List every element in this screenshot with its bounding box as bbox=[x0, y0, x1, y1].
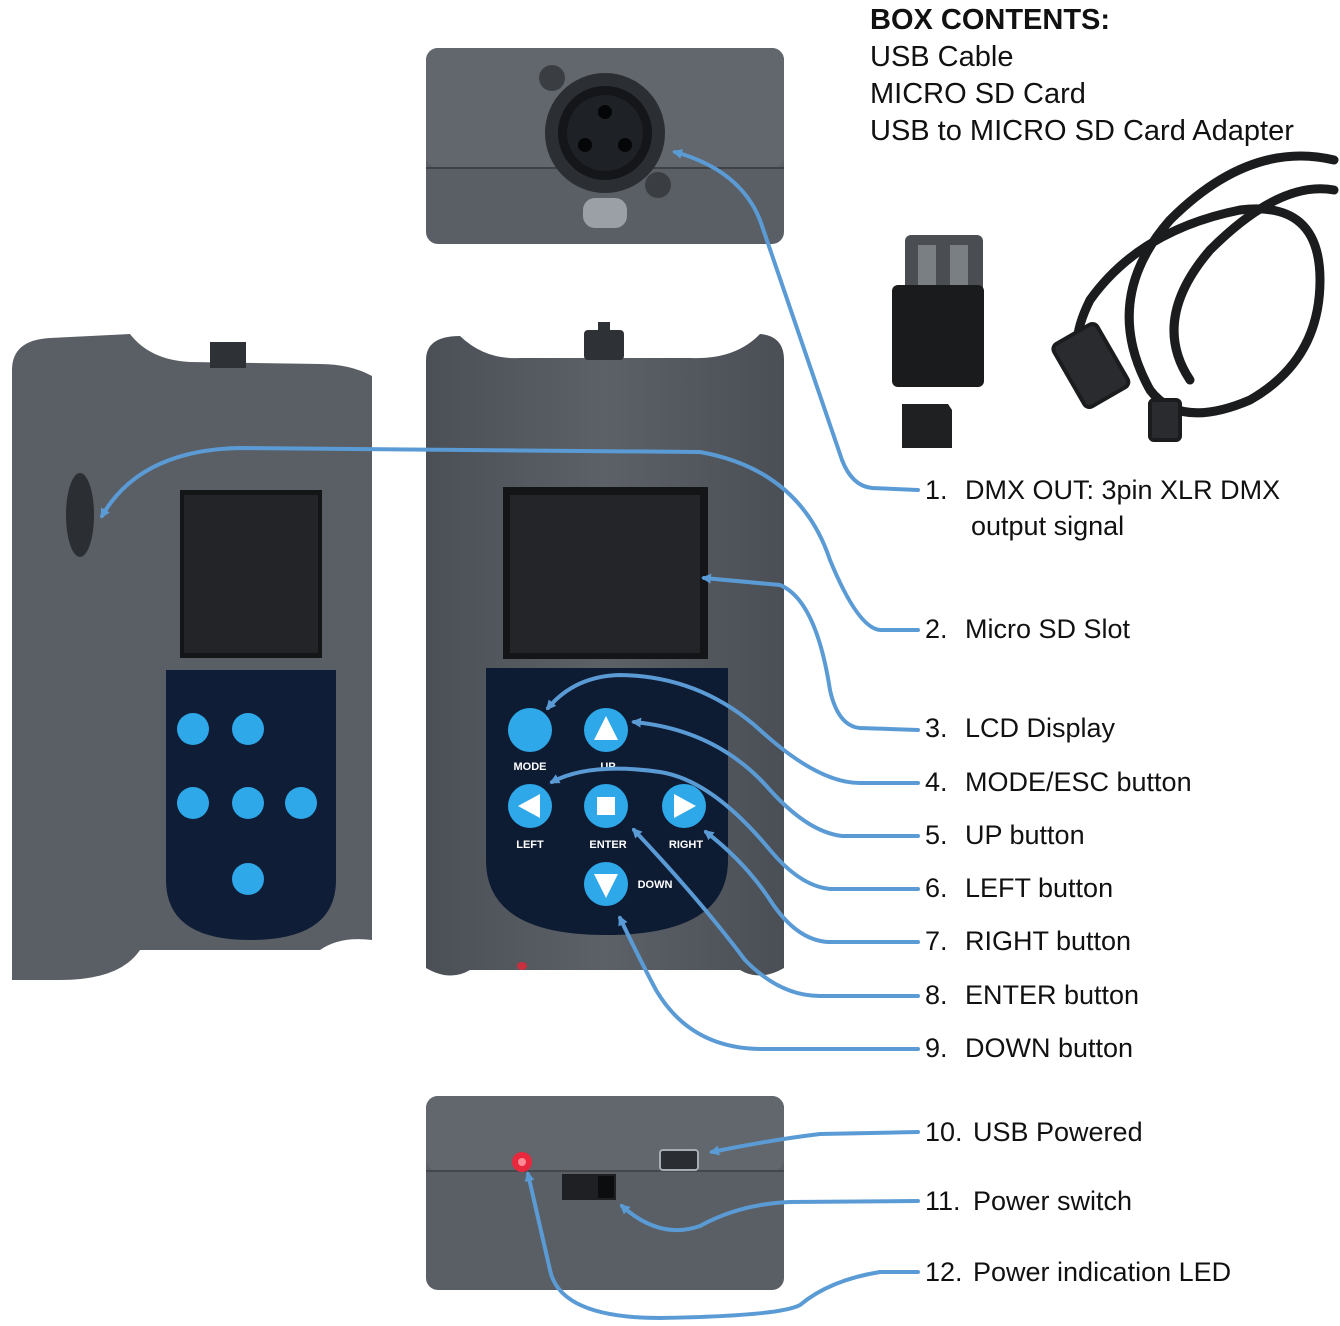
callout-text: DMX OUT: 3pin XLR DMX bbox=[965, 475, 1280, 505]
front-view-device: MODE UP LEFT ENTER RIGHT DOWN bbox=[426, 322, 784, 976]
down-button-label: DOWN bbox=[638, 879, 673, 891]
callout-text: Power indication LED bbox=[973, 1257, 1231, 1287]
callout-number: 10. bbox=[925, 1114, 973, 1150]
right-button-label: RIGHT bbox=[669, 839, 704, 851]
callout-text: RIGHT button bbox=[965, 926, 1131, 956]
callout-number: 5. bbox=[925, 817, 965, 853]
usb-cable bbox=[1051, 156, 1334, 440]
box-contents-item: USB to MICRO SD Card Adapter bbox=[870, 113, 1294, 150]
top-view-xlr bbox=[426, 48, 784, 244]
callout-number: 12. bbox=[925, 1254, 973, 1290]
callout-5: 5.UP button bbox=[925, 817, 1085, 853]
mode-button-label: MODE bbox=[514, 761, 547, 773]
callout-6: 6.LEFT button bbox=[925, 870, 1113, 906]
left-button-label: LEFT bbox=[516, 839, 544, 851]
box-contents-title: BOX CONTENTS: bbox=[870, 2, 1294, 39]
callout-11: 11.Power switch bbox=[925, 1183, 1132, 1219]
callout-8: 8.ENTER button bbox=[925, 977, 1139, 1013]
callout-9: 9.DOWN button bbox=[925, 1030, 1133, 1066]
callout-text-continued: output signal bbox=[925, 508, 1280, 544]
callout-text: ENTER button bbox=[965, 980, 1139, 1010]
mode-button-shape bbox=[508, 708, 552, 752]
callout-number: 8. bbox=[925, 977, 965, 1013]
callout-number: 4. bbox=[925, 764, 965, 800]
callout-4: 4.MODE/ESC button bbox=[925, 764, 1192, 800]
side-view-device bbox=[12, 334, 372, 980]
callout-number: 1. bbox=[925, 472, 965, 508]
card-reader-adapter bbox=[892, 235, 984, 387]
box-contents: BOX CONTENTS: USB Cable MICRO SD Card US… bbox=[870, 2, 1294, 150]
callout-number: 3. bbox=[925, 710, 965, 746]
callout-number: 9. bbox=[925, 1030, 965, 1066]
callout-text: DOWN button bbox=[965, 1033, 1133, 1063]
enter-button-label: ENTER bbox=[589, 839, 626, 851]
callout-text: LCD Display bbox=[965, 713, 1115, 743]
callout-1: 1.DMX OUT: 3pin XLR DMX output signal bbox=[925, 472, 1280, 544]
callout-text: MODE/ESC button bbox=[965, 767, 1192, 797]
callout-12: 12.Power indication LED bbox=[925, 1254, 1231, 1290]
callout-text: USB Powered bbox=[973, 1117, 1143, 1147]
callout-text: UP button bbox=[965, 820, 1085, 850]
micro-sd-card bbox=[902, 404, 952, 448]
callout-number: 7. bbox=[925, 923, 965, 959]
box-contents-item: MICRO SD Card bbox=[870, 76, 1294, 113]
callout-7: 7.RIGHT button bbox=[925, 923, 1131, 959]
callout-text: Power switch bbox=[973, 1186, 1132, 1216]
bottom-view-device bbox=[426, 1096, 784, 1290]
usb-port-icon bbox=[660, 1150, 698, 1170]
callout-number: 2. bbox=[925, 611, 965, 647]
stop-square-icon bbox=[597, 797, 615, 815]
callout-3: 3.LCD Display bbox=[925, 710, 1115, 746]
callout-2: 2.Micro SD Slot bbox=[925, 611, 1130, 647]
callout-10: 10.USB Powered bbox=[925, 1114, 1143, 1150]
callout-text: Micro SD Slot bbox=[965, 614, 1130, 644]
callout-number: 11. bbox=[925, 1183, 973, 1219]
callout-text: LEFT button bbox=[965, 873, 1113, 903]
box-contents-item: USB Cable bbox=[870, 39, 1294, 76]
callout-number: 6. bbox=[925, 870, 965, 906]
